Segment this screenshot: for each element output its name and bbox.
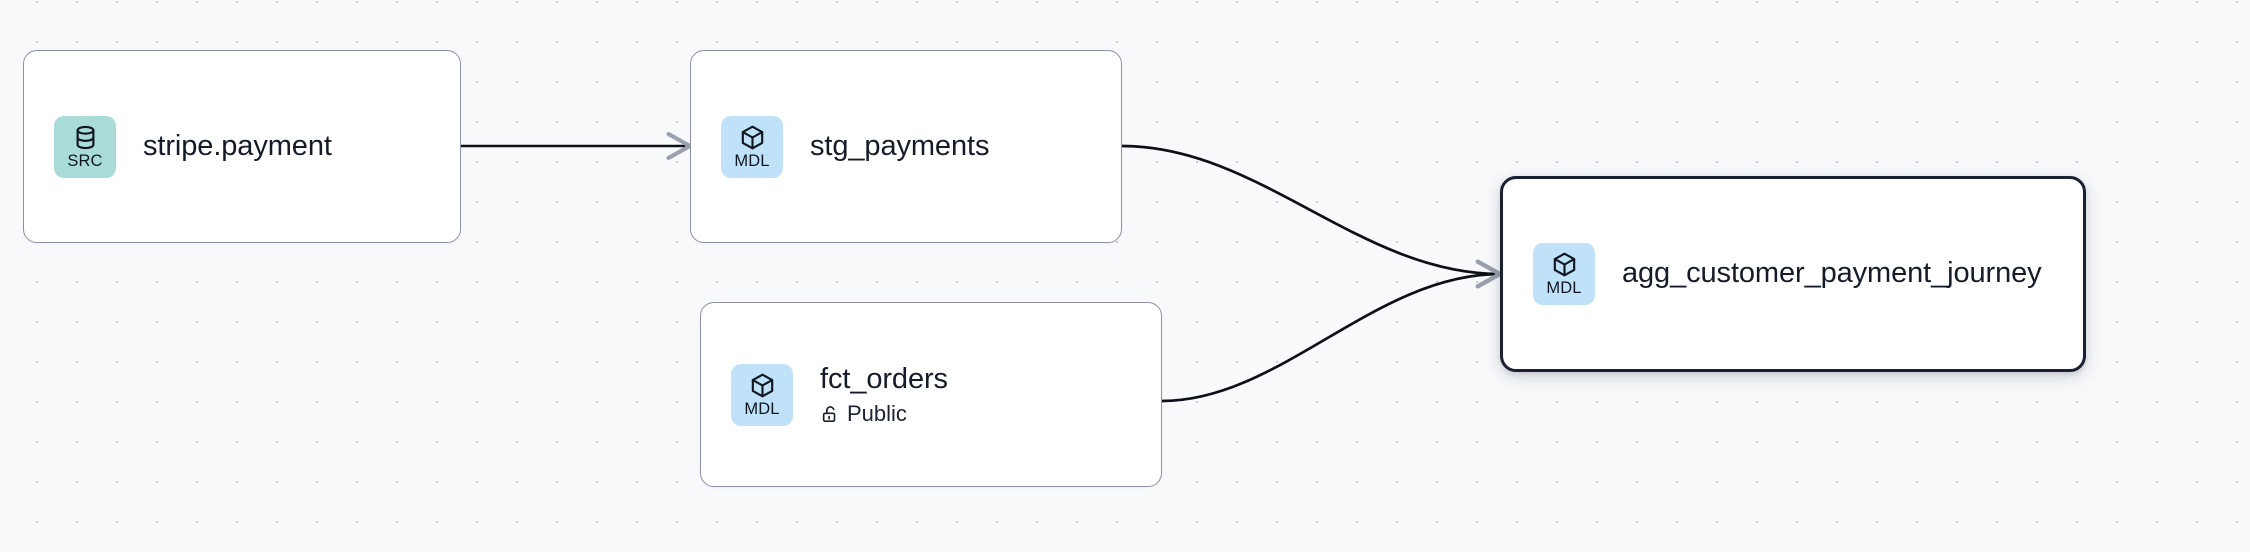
cube-icon <box>749 372 776 399</box>
unlock-icon <box>820 404 840 424</box>
node-visibility: Public <box>820 401 948 426</box>
source-type-badge: SRC <box>54 115 116 178</box>
node-title: agg_customer_payment_journey <box>1622 257 2042 290</box>
node-title: stripe.payment <box>143 129 332 162</box>
node-title: fct_orders <box>820 362 948 395</box>
badge-label: MDL <box>734 151 770 170</box>
edge-fct-to-agg <box>1160 259 1503 403</box>
node-stg-payments[interactable]: MDL stg_payments <box>690 50 1122 243</box>
node-title: stg_payments <box>810 129 990 162</box>
badge-label: MDL <box>744 399 780 418</box>
badge-label: SRC <box>67 151 103 170</box>
model-type-badge: MDL <box>731 363 793 426</box>
model-type-badge: MDL <box>1533 243 1595 305</box>
node-agg-customer-payment-journey[interactable]: MDL agg_customer_payment_journey <box>1500 176 2086 372</box>
node-stripe-payment[interactable]: SRC stripe.payment <box>23 50 461 243</box>
visibility-label: Public <box>847 401 907 427</box>
database-icon <box>72 124 99 151</box>
node-body: agg_customer_payment_journey <box>1622 257 2042 290</box>
node-fct-orders[interactable]: MDL fct_orders Public <box>700 302 1162 487</box>
node-body: stg_payments <box>810 130 989 163</box>
model-type-badge: MDL <box>721 115 783 178</box>
edge-stg-to-agg <box>1120 144 1503 289</box>
node-body: fct_orders Public <box>820 363 948 427</box>
badge-label: MDL <box>1546 279 1582 298</box>
node-body: stripe.payment <box>143 130 332 163</box>
cube-icon <box>739 124 766 151</box>
cube-icon <box>1551 251 1578 278</box>
